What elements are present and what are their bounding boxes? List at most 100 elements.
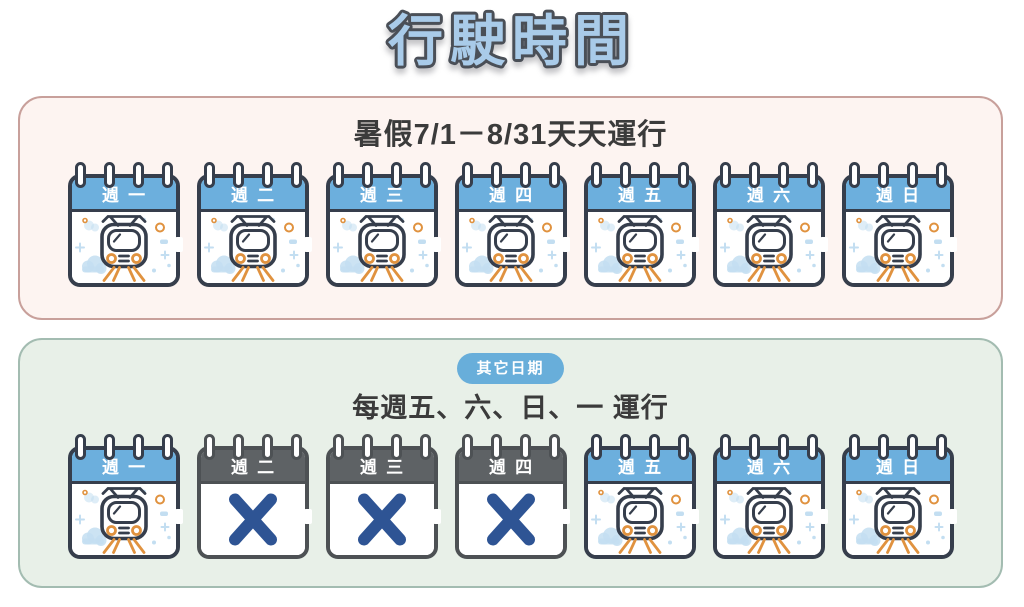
calendar-card-operating: 週日 [841,162,957,287]
page-title: 行駛時間 [385,7,632,75]
day-label: 週六 [746,458,800,477]
calendar-day-header: 週三 [329,178,434,212]
binder-ring-icon [490,162,502,188]
binder-ring-icon [161,434,173,460]
calendar-card-operating: 週一 [67,434,183,559]
binder-ring-icon [548,434,560,460]
binder-rings-icon [584,162,696,188]
page-notch [561,509,570,524]
calendar-box: 週四 [454,446,567,559]
calendar-day-header: 週三 [329,450,434,484]
day-label: 週一 [101,186,155,205]
binder-ring-icon [719,434,731,460]
train-icon [719,487,816,554]
calendar-body [329,484,434,555]
calendar-box: 週六 [712,174,825,287]
calendar-day-header: 週二 [200,178,305,212]
binder-ring-icon [103,434,115,460]
binder-rings-icon [842,162,954,188]
day-label: 週三 [359,186,413,205]
page-notch [561,237,570,252]
train-icon [848,215,945,282]
binder-ring-icon [203,434,215,460]
calendar-body [845,484,950,555]
binder-ring-icon [361,434,373,460]
calendar-box: 週日 [841,174,954,287]
summer-heading: 暑假7/1－8/31天天運行 [353,119,668,151]
binder-ring-icon [419,162,431,188]
binder-ring-icon [519,162,531,188]
calendar-card-closed: 週二 [196,434,312,559]
calendar-box: 週五 [583,446,696,559]
binder-ring-icon [261,162,273,188]
calendar-day-header: 週六 [716,178,821,212]
binder-ring-icon [806,434,818,460]
calendar-day-header: 週四 [458,450,563,484]
calendar-body [458,212,563,283]
page-notch [174,237,183,252]
binder-ring-icon [748,434,760,460]
day-label: 週五 [617,458,671,477]
calendar-day-header: 週日 [845,178,950,212]
binder-ring-icon [132,434,144,460]
binder-ring-icon [103,162,115,188]
calendar-box: 週三 [325,174,438,287]
binder-ring-icon [548,162,560,188]
day-label: 週日 [875,458,929,477]
page-notch [174,509,183,524]
calendar-day-header: 週五 [587,178,692,212]
page-notch [690,237,699,252]
binder-ring-icon [590,434,602,460]
train-icon [203,215,300,282]
binder-ring-icon [877,434,889,460]
binder-ring-icon [906,162,918,188]
binder-ring-icon [519,434,531,460]
binder-ring-icon [461,434,473,460]
calendar-body [716,212,821,283]
binder-ring-icon [648,162,660,188]
binder-ring-icon [777,162,789,188]
binder-ring-icon [777,434,789,460]
binder-ring-icon [461,162,473,188]
calendar-body [587,212,692,283]
binder-rings-icon [713,162,825,188]
page-notch [432,509,441,524]
binder-ring-icon [290,434,302,460]
binder-ring-icon [261,434,273,460]
binder-ring-icon [719,162,731,188]
day-label: 週四 [488,458,542,477]
day-label: 週三 [359,458,413,477]
day-label: 週四 [488,186,542,205]
day-label: 週五 [617,186,671,205]
binder-ring-icon [590,162,602,188]
calendar-card-closed: 週三 [325,434,441,559]
binder-ring-icon [677,434,689,460]
day-label: 週六 [746,186,800,205]
page-notch [690,509,699,524]
binder-rings-icon [326,162,438,188]
calendar-box: 週三 [325,446,438,559]
calendar-day-header: 週二 [200,450,305,484]
train-icon [332,215,429,282]
binder-ring-icon [361,162,373,188]
binder-rings-icon [197,162,309,188]
train-icon [461,215,558,282]
binder-ring-icon [161,162,173,188]
page-title-wrap: 行駛時間 [0,0,1024,88]
binder-rings-icon [455,162,567,188]
summer-schedule-panel: 暑假7/1－8/31天天運行 週一 [18,96,1003,320]
calendar-day-header: 週日 [845,450,950,484]
binder-rings-icon [197,434,309,460]
calendar-body [200,484,305,555]
binder-ring-icon [132,162,144,188]
calendar-body [845,212,950,283]
binder-ring-icon [390,162,402,188]
day-label: 週日 [875,186,929,205]
calendar-box: 週一 [67,174,180,287]
binder-ring-icon [619,162,631,188]
train-icon [590,487,687,554]
train-icon [74,215,171,282]
binder-ring-icon [848,162,860,188]
binder-rings-icon [68,434,180,460]
calendar-card-operating: 週日 [841,434,957,559]
